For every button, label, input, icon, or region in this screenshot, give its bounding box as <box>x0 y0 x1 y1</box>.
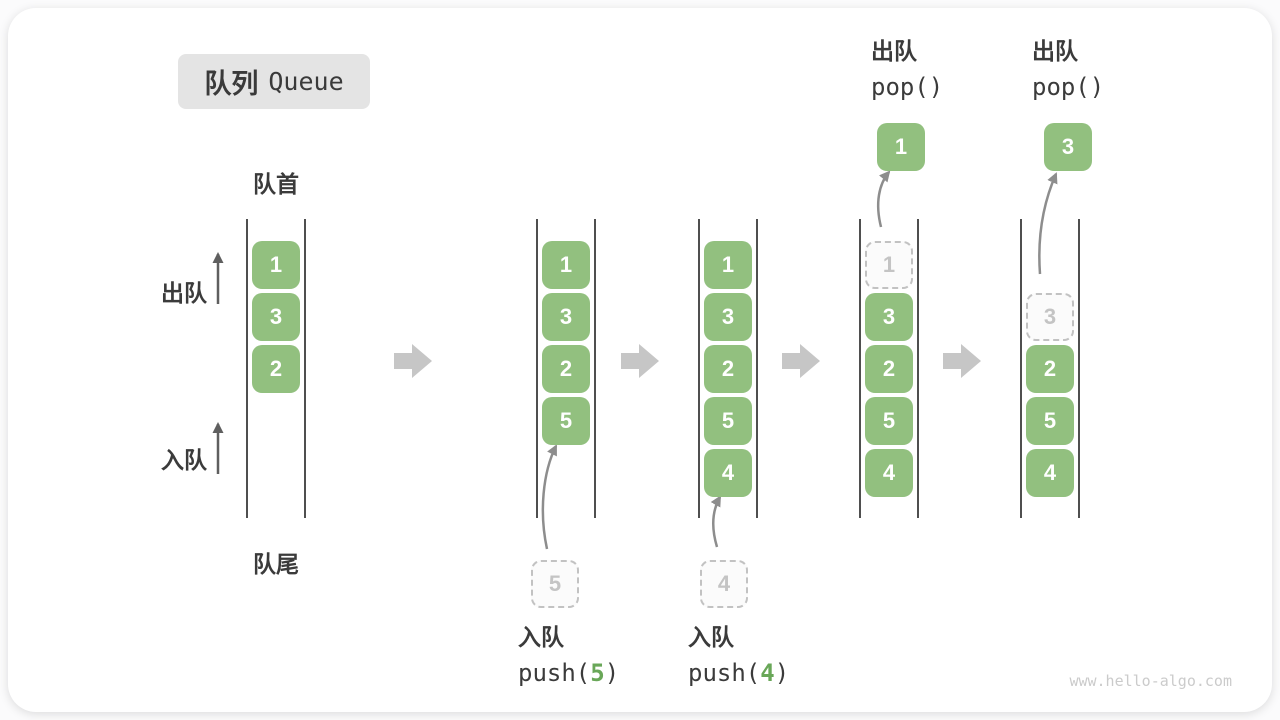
queue-element: 1 <box>542 241 590 289</box>
queue-element: 4 <box>704 449 752 497</box>
push-caption-code: push(4) <box>688 659 790 687</box>
push-caption-zh: 入队 <box>688 624 734 650</box>
watermark: www.hello-algo.com <box>1069 672 1232 690</box>
element-move-arrow-icon <box>1038 172 1058 275</box>
push-caption-zh: 入队 <box>518 624 564 650</box>
queue-wall-left <box>246 219 248 518</box>
pop-caption: 出队 pop() <box>871 34 943 105</box>
queue-element: 3 <box>542 293 590 341</box>
queue-element: 3 <box>865 293 913 341</box>
queue-element: 3 <box>252 293 300 341</box>
popped-element: 1 <box>877 123 925 171</box>
queue-element: 5 <box>865 397 913 445</box>
queue-wall-right <box>917 219 919 518</box>
next-state-arrow-icon <box>621 344 659 378</box>
pop-caption-zh: 出队 <box>871 38 917 64</box>
push-caption-code: push(5) <box>518 659 620 687</box>
pop-caption-zh: 出队 <box>1032 38 1078 64</box>
queue-element: 5 <box>542 397 590 445</box>
push-arg: 5 <box>590 659 605 687</box>
queue-rear-label: 队尾 <box>253 551 299 577</box>
queue-element: 3 <box>704 293 752 341</box>
next-state-arrow-icon <box>394 344 432 378</box>
enqueue-label: 入队 <box>161 447 207 473</box>
title-en: Queue <box>268 67 344 96</box>
element-move-arrow-icon <box>877 170 891 228</box>
queue-wall-left <box>1020 219 1022 518</box>
pop-caption: 出队 pop() <box>1032 34 1104 105</box>
title-zh: 队列 <box>204 69 259 99</box>
queue-element: 2 <box>252 345 300 393</box>
queue-wall-left <box>698 219 700 518</box>
next-state-arrow-icon <box>943 344 981 378</box>
queue-wall-right <box>1078 219 1080 518</box>
queue-element: 2 <box>865 345 913 393</box>
queue-element: 5 <box>704 397 752 445</box>
dequeue-label: 出队 <box>161 280 207 306</box>
queue-element: 5 <box>1026 397 1074 445</box>
push-caption: 入队 push(4) <box>688 620 789 691</box>
queue-wall-right <box>756 219 758 518</box>
next-state-arrow-icon <box>782 344 820 378</box>
queue-element-ghost: 3 <box>1026 293 1074 341</box>
queue-element: 2 <box>542 345 590 393</box>
element-move-arrow-icon <box>541 444 558 550</box>
queue-wall-right <box>304 219 306 518</box>
queue-element: 1 <box>704 241 752 289</box>
pop-caption-code: pop() <box>871 73 944 101</box>
popped-element: 3 <box>1044 123 1092 171</box>
push-arg: 4 <box>760 659 775 687</box>
staged-element: 5 <box>531 560 579 608</box>
pop-caption-code: pop() <box>1032 73 1105 101</box>
queue-element-ghost: 1 <box>865 241 913 289</box>
queue-front-label: 队首 <box>253 171 299 197</box>
queue-wall-left <box>859 219 861 518</box>
queue-element: 2 <box>704 345 752 393</box>
queue-element: 4 <box>865 449 913 497</box>
push-caption: 入队 push(5) <box>518 620 619 691</box>
queue-element: 1 <box>252 241 300 289</box>
arrows-overlay <box>212 170 1058 550</box>
queue-element: 4 <box>1026 449 1074 497</box>
element-move-arrow-icon <box>710 495 722 548</box>
queue-wall-right <box>594 219 596 518</box>
staged-element: 4 <box>700 560 748 608</box>
queue-element: 2 <box>1026 345 1074 393</box>
title-badge: 队列 Queue <box>178 54 370 109</box>
queue-wall-left <box>536 219 538 518</box>
